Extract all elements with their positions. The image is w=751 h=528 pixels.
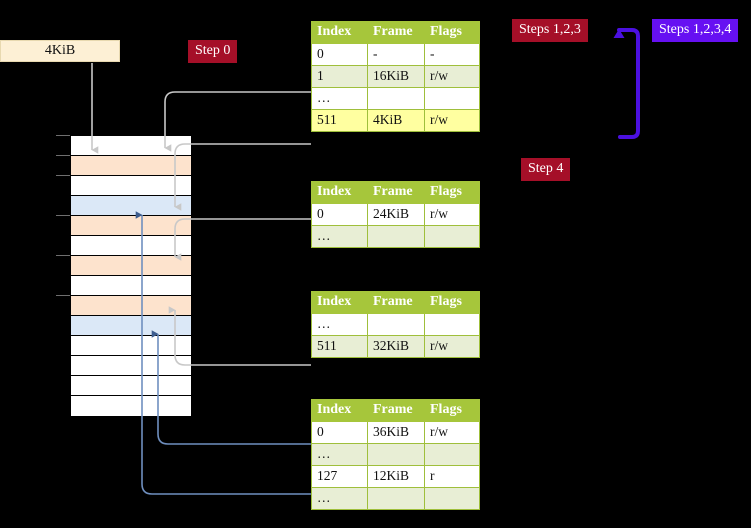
table-cell: r/w xyxy=(424,335,480,358)
table-cell xyxy=(424,313,480,336)
table-cell: 12KiB xyxy=(367,465,425,488)
table-row[interactable]: … xyxy=(311,87,480,110)
table-cell: 127 xyxy=(311,465,368,488)
table-cell: r/w xyxy=(424,421,480,444)
table-cell: r xyxy=(424,465,480,488)
badge-step-4: Step 4 xyxy=(521,158,571,181)
memory-size-label-text: 4KiB xyxy=(44,43,76,58)
column-header-index: Index xyxy=(311,21,368,44)
memory-frame-row xyxy=(71,196,191,216)
memory-frame-row xyxy=(71,216,191,236)
memory-frame-tick xyxy=(56,155,70,156)
column-header-frame: Frame xyxy=(367,399,425,422)
memory-frame-tick xyxy=(56,215,70,216)
memory-frame-row xyxy=(71,236,191,256)
table-cell: … xyxy=(311,313,368,336)
memory-frame-row xyxy=(71,396,191,416)
badge-steps-123: Steps 1,2,3 xyxy=(512,19,588,42)
memory-frame-row xyxy=(71,316,191,336)
table-cell: - xyxy=(424,43,480,66)
column-header-flags: Flags xyxy=(424,21,480,44)
table-cell: … xyxy=(311,87,368,110)
wire-steps-violet-bracket xyxy=(613,28,640,139)
table-cell: r/w xyxy=(424,109,480,132)
memory-size-label: 4KiB xyxy=(0,40,120,62)
column-header-index: Index xyxy=(311,399,368,422)
table-cell: r/w xyxy=(424,65,480,88)
table-cell: 16KiB xyxy=(367,65,425,88)
memory-frame-tick xyxy=(56,295,70,296)
table-cell xyxy=(367,443,425,466)
column-header-flags: Flags xyxy=(424,181,480,204)
table-cell: 511 xyxy=(311,109,368,132)
memory-frame-row xyxy=(71,376,191,396)
memory-frame-row xyxy=(71,296,191,316)
table-cell xyxy=(367,87,425,110)
table-row[interactable]: … xyxy=(311,443,480,466)
table-cell xyxy=(367,313,425,336)
wire-level1-to-memory xyxy=(174,218,311,261)
table-cell: 1 xyxy=(311,65,368,88)
badge-steps-1234: Steps 1,2,3,4 xyxy=(652,19,739,42)
physical-memory-grid xyxy=(70,135,191,416)
wire-level2-to-memory xyxy=(168,306,311,366)
table-cell: 0 xyxy=(311,203,368,226)
memory-frame-tick xyxy=(56,255,70,256)
table-cell xyxy=(424,87,480,110)
memory-frame-row xyxy=(71,256,191,276)
memory-frame-row xyxy=(71,136,191,156)
column-header-frame: Frame xyxy=(367,291,425,314)
column-header-flags: Flags xyxy=(424,291,480,314)
table-cell: r/w xyxy=(424,203,480,226)
table-cell: 511 xyxy=(311,335,368,358)
table-cell xyxy=(424,225,480,248)
table-row[interactable]: 0-- xyxy=(311,43,480,66)
column-header-frame: Frame xyxy=(367,21,425,44)
table-cell: … xyxy=(311,443,368,466)
table-cell: 24KiB xyxy=(367,203,425,226)
memory-frame-row xyxy=(71,356,191,376)
column-header-index: Index xyxy=(311,291,368,314)
table-cell: 0 xyxy=(311,43,368,66)
memory-frame-tick xyxy=(56,175,70,176)
memory-frame-row xyxy=(71,276,191,296)
table-cell xyxy=(424,487,480,510)
column-header-flags: Flags xyxy=(424,399,480,422)
table-row[interactable]: … xyxy=(311,313,480,336)
table-cell: … xyxy=(311,487,368,510)
memory-frame-row xyxy=(71,156,191,176)
table-row[interactable]: … xyxy=(311,487,480,510)
memory-frame-tick xyxy=(56,135,70,136)
table-cell xyxy=(367,487,425,510)
column-header-frame: Frame xyxy=(367,181,425,204)
memory-frame-row xyxy=(71,336,191,356)
table-cell: … xyxy=(311,225,368,248)
wire-level0-511-to-memory xyxy=(174,143,311,211)
table-row[interactable]: … xyxy=(311,225,480,248)
table-cell xyxy=(424,443,480,466)
table-cell: 4KiB xyxy=(367,109,425,132)
badge-step-0: Step 0 xyxy=(188,40,238,63)
table-cell: 32KiB xyxy=(367,335,425,358)
table-cell: 0 xyxy=(311,421,368,444)
memory-frame-row xyxy=(71,176,191,196)
table-cell: - xyxy=(367,43,425,66)
table-cell xyxy=(367,225,425,248)
table-cell: 36KiB xyxy=(367,421,425,444)
column-header-index: Index xyxy=(311,181,368,204)
